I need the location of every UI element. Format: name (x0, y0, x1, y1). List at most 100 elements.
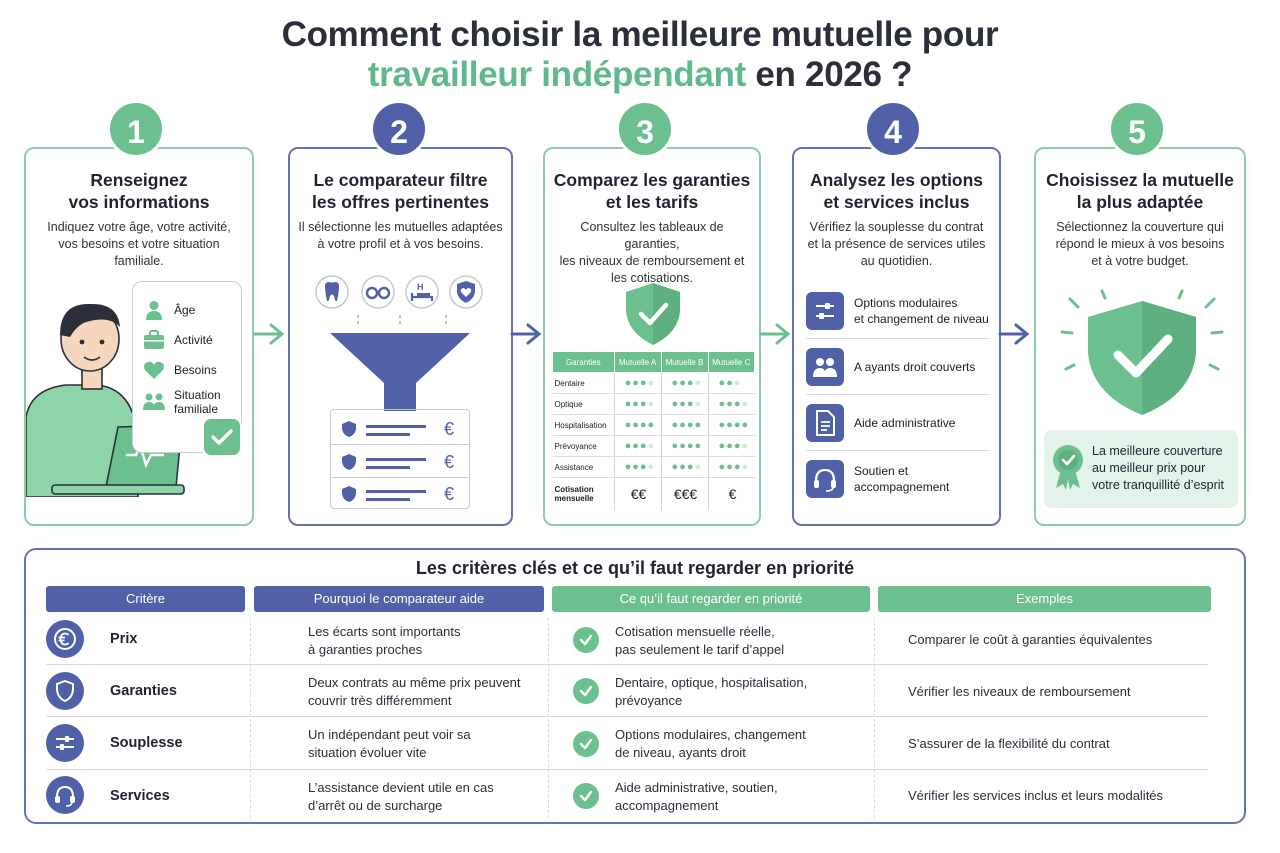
guarantee-label: Assistance (552, 456, 615, 478)
check-icon (211, 429, 233, 445)
level-dot: ● (741, 419, 750, 431)
criterion-why: Deux contrats au même prix peuvent couvr… (308, 675, 521, 708)
criteria-title: Les critères clés et ce qu’il faut regar… (415, 558, 855, 578)
criterion-example: S’assurer de la flexibilité du contrat (908, 736, 1110, 751)
result-price: € (444, 484, 455, 504)
check-badge (202, 417, 242, 457)
guarantee-label: Optique (552, 393, 615, 415)
level-dot: ● (741, 461, 750, 473)
step-5-description: Sélectionnez la couverture qui répond le… (1055, 220, 1225, 268)
step-1-title: Renseignez vos informations (68, 170, 210, 212)
criterion-priority: Dentaire, optique, hospitalisation, prév… (615, 675, 808, 708)
criterion-example: Vérifier les services inclus et leurs mo… (908, 788, 1164, 803)
level-dot: ● (671, 377, 680, 389)
level-dot: ● (624, 440, 633, 452)
level-dot: ● (694, 377, 703, 389)
step-3-card: Comparez les garanties et les tarifs Con… (543, 147, 761, 526)
step-3-title: Comparez les garanties et les tarifs (553, 170, 751, 212)
level-dot: ● (726, 377, 734, 389)
level-dot: ● (718, 461, 727, 473)
step-3-number: 3 (616, 100, 674, 158)
level-dot: ● (632, 461, 640, 473)
shield-check-icon (626, 283, 680, 345)
criterion-name: Garanties (110, 683, 177, 699)
table-header: Mutuelle A (613, 351, 662, 373)
people-icon (813, 358, 837, 377)
level-dot: ● (624, 461, 633, 473)
level-dot: ● (718, 398, 727, 410)
step-4-title: Analysez les options et services inclus (809, 170, 984, 212)
criteria-header: Exemples (878, 586, 1211, 612)
title-rest: en 2026 ? (745, 55, 913, 94)
user-icon (146, 301, 162, 320)
sliders-icon (46, 724, 84, 762)
glasses-icon (361, 275, 395, 309)
criterion-example: Comparer le coût à garanties équivalente… (908, 632, 1153, 647)
info-field-label: Âge (174, 303, 196, 317)
info-field-needs: Besoins (143, 360, 217, 380)
check-icon (573, 627, 599, 653)
info-field-family: Situation familiale (143, 388, 221, 416)
criterion-name: Souplesse (110, 735, 183, 751)
hospital-bed-icon: H (405, 275, 439, 309)
level-dot: ● (733, 461, 742, 473)
option-dependents: A ayants droit couverts (806, 345, 990, 389)
step-1-card: Renseignez vos informations Indiquez vot… (24, 147, 254, 526)
check-icon (573, 783, 599, 809)
guarantee-level: ●●●● (614, 372, 662, 394)
info-field-activity: Activité (143, 330, 213, 350)
step-5-card: Choisissez la mutuelle la plus adaptée S… (1034, 147, 1246, 526)
level-dot: ● (718, 419, 727, 431)
shield-icon (46, 672, 84, 710)
person-laptop-illustration (26, 303, 185, 497)
criterion-priority: Aide administrative, soutien, accompagne… (615, 780, 778, 813)
guarantee-label: Dentaire (552, 372, 615, 394)
cost-value: €€€ (661, 477, 709, 510)
tooth-icon (315, 275, 349, 309)
results-list (330, 409, 470, 509)
table-row: Prévoyance●●●●●●●●●●●● (552, 435, 755, 457)
option-label: Soutien et accompagnement (854, 464, 950, 494)
page-title-line-1: Comment choisir la meilleure mutuelle po… (281, 15, 999, 54)
shield-icon (342, 486, 356, 502)
level-dot: ● (741, 440, 750, 452)
criterion-why: Les écarts sont importants à garanties p… (308, 624, 461, 657)
guarantee-level: ●●●● (708, 456, 755, 478)
step-4-description: Vérifiez la souplesse du contrat et la p… (807, 220, 986, 268)
guarantee-table: Garanties Mutuelle A Mutuelle B Mutuelle… (552, 351, 756, 510)
family-icon (143, 393, 165, 410)
guarantee-level: ●●●● (614, 435, 662, 457)
info-field-label: Situation familiale (174, 388, 221, 416)
cost-value: € (728, 485, 737, 502)
step-3-description: Consultez les tableaux de garanties, les… (559, 220, 745, 285)
table-header: Mutuelle C (707, 351, 756, 373)
criterion-priority: Options modulaires, changement de niveau… (615, 727, 806, 760)
table-header: Garanties (552, 351, 615, 373)
level-dot: ● (679, 419, 687, 431)
check-icon (573, 678, 599, 704)
award-badge-icon (1053, 445, 1083, 490)
guarantee-level: ●●●● (708, 372, 755, 394)
step-1-number: 1 (107, 100, 165, 158)
best-cover-box: La meilleure couverture au meilleur prix… (1044, 430, 1238, 508)
level-dot: ● (679, 461, 687, 473)
step-2-card: Le comparateur filtre les offres pertine… (288, 147, 513, 526)
level-dot: ● (686, 461, 695, 473)
arrow-right-icon (510, 323, 542, 345)
level-dot: ● (624, 398, 633, 410)
shield-icon (342, 454, 356, 470)
arrow-right-icon (998, 323, 1030, 345)
step-2-description: Il sélectionne les mutuelles adaptées à … (298, 220, 503, 251)
level-dot: ● (694, 461, 703, 473)
funnel-icon (330, 315, 470, 411)
criteria-panel: Les critères clés et ce qu’il faut regar… (24, 548, 1246, 824)
criterion-example: Vérifier les niveaux de remboursement (908, 684, 1131, 699)
guarantee-level: ●●●● (708, 435, 755, 457)
level-dot: ● (679, 398, 687, 410)
step-4-number: 4 (864, 100, 922, 158)
heart-shield-icon (449, 275, 483, 309)
table-header: Mutuelle B (660, 351, 709, 373)
sliders-icon (816, 303, 834, 319)
result-price: € (444, 452, 455, 472)
briefcase-icon (144, 330, 164, 349)
